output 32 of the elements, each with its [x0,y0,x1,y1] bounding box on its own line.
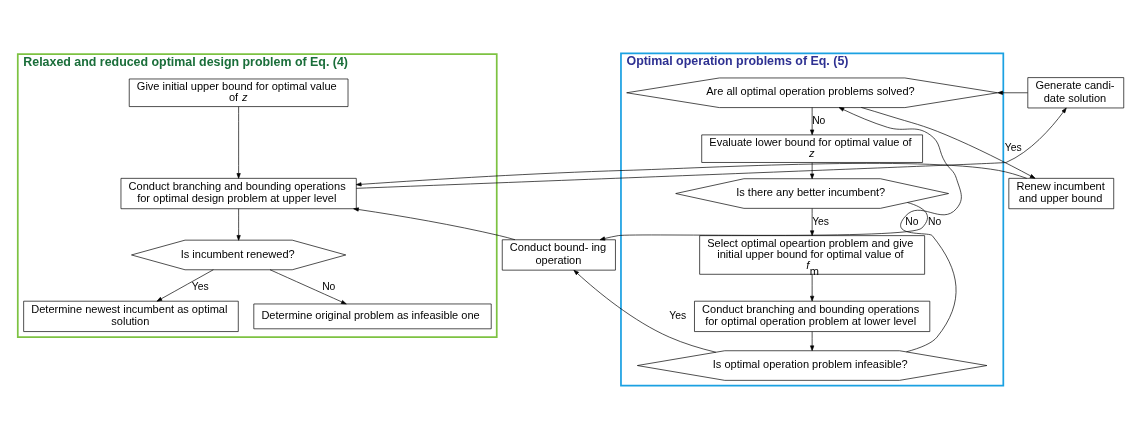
arrow [810,106,815,135]
edge-label: No [812,114,826,126]
edge-label: Yes [812,215,830,227]
arrow [810,330,815,351]
arrow [573,269,717,353]
edge-label: No [322,280,336,292]
arrow [810,207,815,236]
node-box: Conduct branching and bounding operations for optimal operation problem at lower level [694,300,931,332]
node-box: Determine original problem as infeasible one [253,303,492,329]
arrow [860,106,1036,179]
arrow [236,105,241,179]
arrow [269,268,347,304]
arrow [156,268,214,302]
node-box: Renew incumbent and upper bound [1008,177,1115,209]
arrow [599,201,928,240]
node-box: Evaluate lower bound for optimal value of z [701,134,923,163]
arrow [355,162,1028,186]
arrow [353,206,516,240]
node-box: Give initial upper bound for optimal value of z [128,78,349,107]
edge-label: Yes [1004,141,1022,153]
arrow [355,107,1067,189]
edge-label: Yes [191,280,209,292]
edge-label: No [905,215,919,227]
node-box: Determine newest incumbent as optimal solution [23,300,239,332]
edge-label: Yes [669,309,687,321]
arrow [810,161,815,179]
arrow [236,207,241,241]
arrow [838,106,962,352]
node-box: Generate candi- date solution [1027,76,1125,108]
edge-label: No [928,215,942,227]
arrow [810,273,815,301]
arrow [997,90,1028,95]
